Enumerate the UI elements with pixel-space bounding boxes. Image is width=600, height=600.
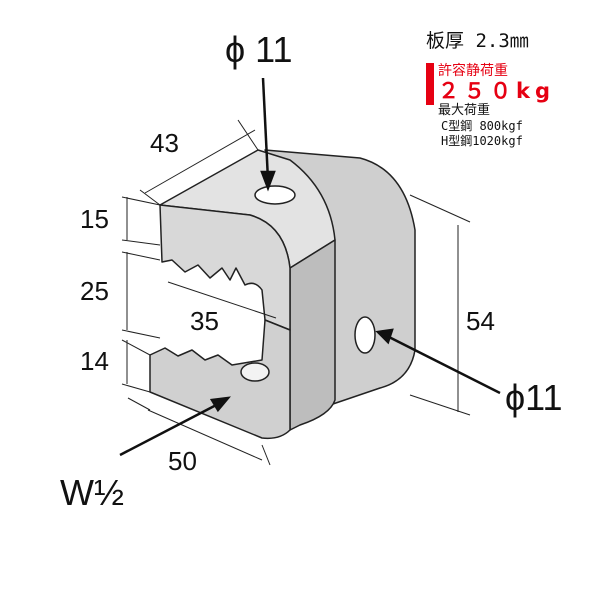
front-lower-jaw (149, 319, 291, 440)
spec-panel: 板厚 2.3㎜ 許容静荷重 ２５０kg 最大荷重 C型鋼 800kgf H型鋼1… (426, 26, 555, 149)
plate-thickness: 板厚 2.3㎜ (426, 30, 529, 52)
height-label: 54 (466, 306, 495, 336)
jaw-gap-label: 25 (80, 276, 109, 306)
bolt-label: W½ (60, 472, 124, 513)
top-hole-label: ϕ 11 (225, 29, 293, 70)
jaw-top-label: 15 (80, 204, 109, 234)
inner-label: 35 (190, 306, 219, 336)
c-channel-load: C型鋼 800kgf (441, 119, 523, 133)
jaw-bottom-label: 14 (80, 346, 109, 376)
load-block: 許容静荷重 ２５０kg 最大荷重 C型鋼 800kgf H型鋼1020kgf (426, 63, 555, 149)
width-label: 50 (168, 446, 197, 476)
side-wall (289, 239, 336, 431)
depth-label: 43 (150, 128, 179, 158)
allowable-load-value: ２５０kg (438, 79, 555, 103)
max-load-label: 最大荷重 (438, 103, 491, 118)
h-beam-load: H型鋼1020kgf (441, 134, 523, 148)
allowable-load-label: 許容静荷重 (438, 63, 508, 79)
accent-bar (426, 63, 434, 105)
side-hole-label: ϕ11 (505, 377, 563, 418)
top-hole (254, 185, 296, 205)
bottom-hole (240, 362, 270, 382)
side-hole (354, 316, 376, 354)
front-upper-jaw (159, 204, 291, 331)
